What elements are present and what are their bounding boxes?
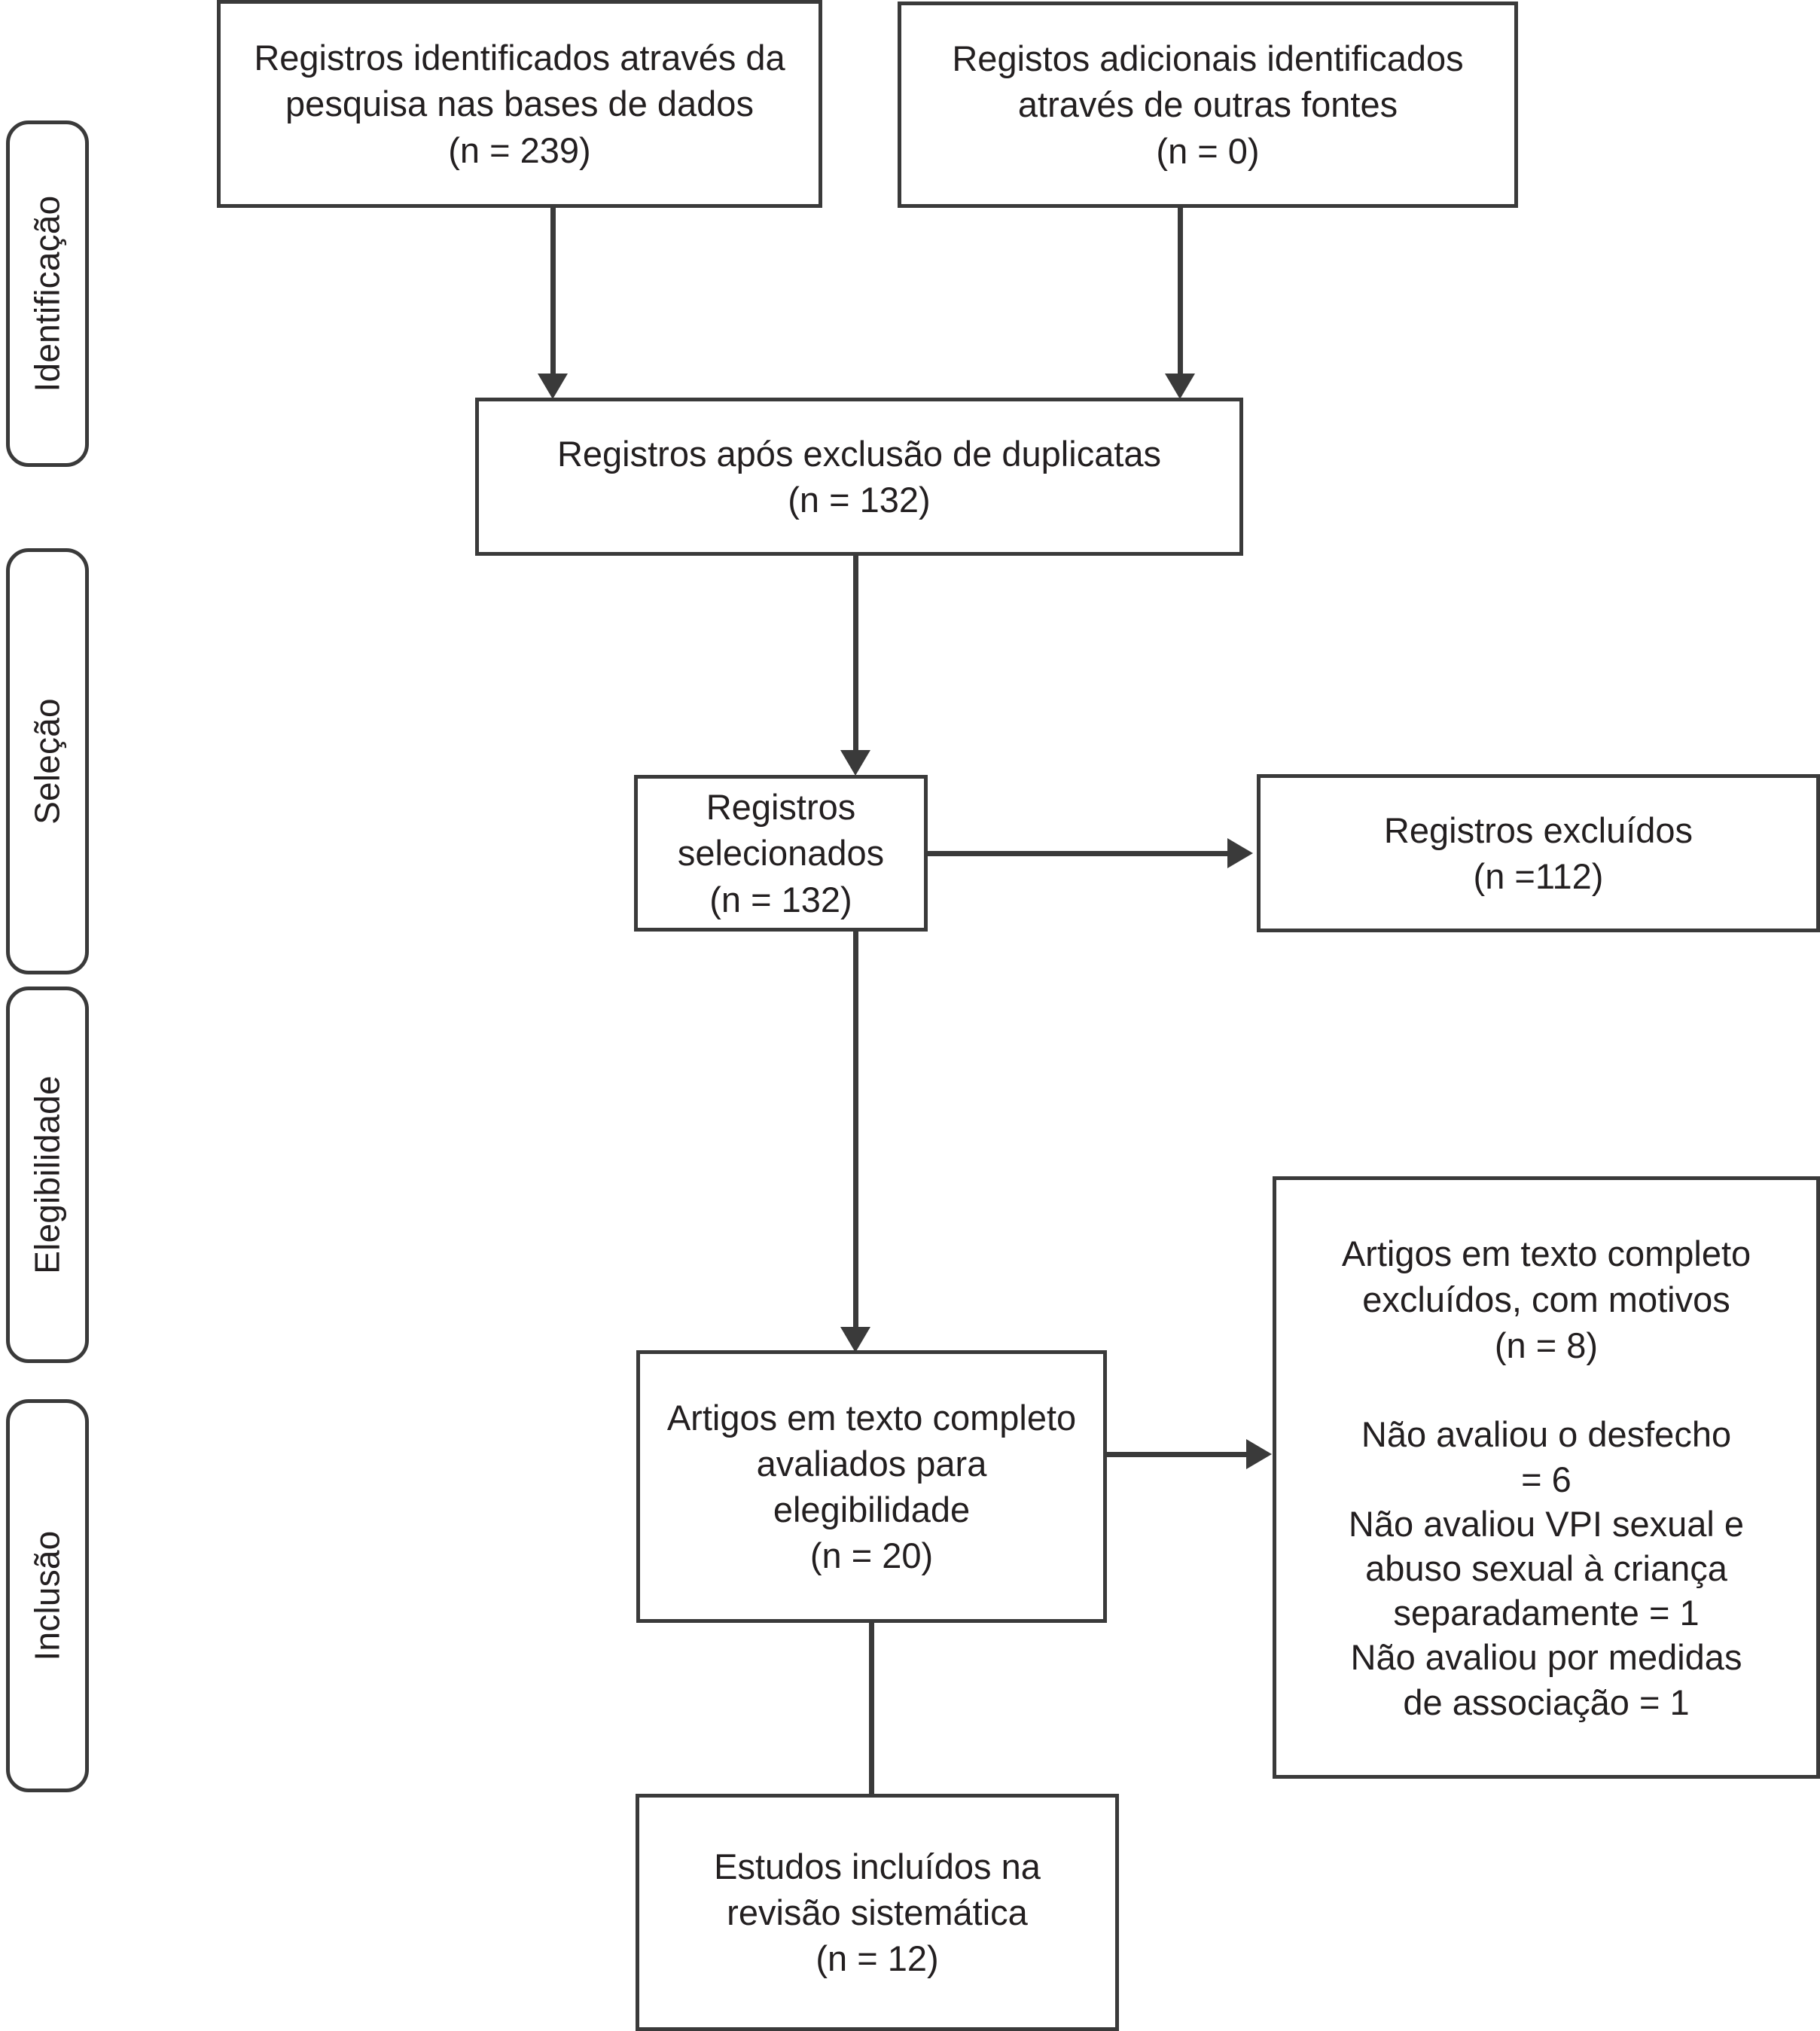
box-fulltext-excluded-reasons: Não avaliou o desfecho = 6 Não avaliou V… — [1348, 1414, 1745, 1722]
box-studies-included: Estudos incluídos na revisão sistemática… — [636, 1794, 1119, 2031]
connector-fulltext-to-excluded-reasons — [1107, 1452, 1258, 1457]
phase-elegibilidade-label: Elegibilidade — [27, 1075, 67, 1274]
box-records-other-sources-text: Registos adicionais identificados atravé… — [952, 38, 1464, 171]
box-records-other-sources: Registos adicionais identificados atravé… — [898, 2, 1518, 208]
box-records-after-duplicates-text: Registros após exclusão de duplicatas (n… — [556, 433, 1162, 520]
phase-elegibilidade: Elegibilidade — [6, 987, 89, 1363]
phase-inclusao-label: Inclusão — [27, 1530, 67, 1661]
box-records-excluded: Registros excluídos (n =112) — [1257, 774, 1820, 932]
box-fulltext-assessed: Artigos em texto completo avaliados para… — [636, 1350, 1107, 1623]
phase-selecao: Seleção — [6, 548, 89, 974]
arrow-databases-to-dedup — [538, 374, 568, 399]
phase-inclusao: Inclusão — [6, 1399, 89, 1792]
connector-dedup-to-screened — [853, 556, 858, 753]
arrow-fulltext-to-excluded-reasons — [1246, 1439, 1272, 1469]
arrow-other-sources-to-dedup — [1165, 374, 1195, 399]
box-records-excluded-text: Registros excluídos (n =112) — [1383, 810, 1693, 896]
box-records-screened-text: Registros selecionados (n = 132) — [677, 787, 885, 919]
phase-identificacao: Identificação — [6, 120, 89, 467]
box-records-identified-databases: Registros identificados através da pesqu… — [217, 0, 822, 208]
connector-screened-to-fulltext — [853, 932, 858, 1331]
arrow-screened-to-excluded — [1227, 838, 1253, 868]
box-records-identified-databases-text: Registros identificados através da pesqu… — [254, 38, 785, 170]
connector-other-sources-to-dedup — [1178, 208, 1183, 375]
box-records-after-duplicates: Registros após exclusão de duplicatas (n… — [475, 398, 1243, 556]
box-fulltext-excluded-header: Artigos em texto completo excluídos, com… — [1341, 1234, 1751, 1366]
box-fulltext-excluded-with-reasons: Artigos em texto completo excluídos, com… — [1273, 1176, 1820, 1779]
box-studies-included-text: Estudos incluídos na revisão sistemática… — [714, 1846, 1041, 1979]
connector-fulltext-to-included — [869, 1623, 874, 1871]
arrow-dedup-to-screened — [840, 750, 870, 776]
box-fulltext-assessed-text: Artigos em texto completo avaliados para… — [666, 1397, 1077, 1576]
connector-screened-to-excluded — [928, 851, 1229, 856]
connector-databases-to-dedup — [550, 208, 556, 375]
phase-selecao-label: Seleção — [27, 698, 67, 825]
arrow-screened-to-fulltext — [840, 1327, 870, 1352]
phase-identificacao-label: Identificação — [27, 195, 67, 392]
box-records-screened: Registros selecionados (n = 132) — [634, 775, 928, 932]
